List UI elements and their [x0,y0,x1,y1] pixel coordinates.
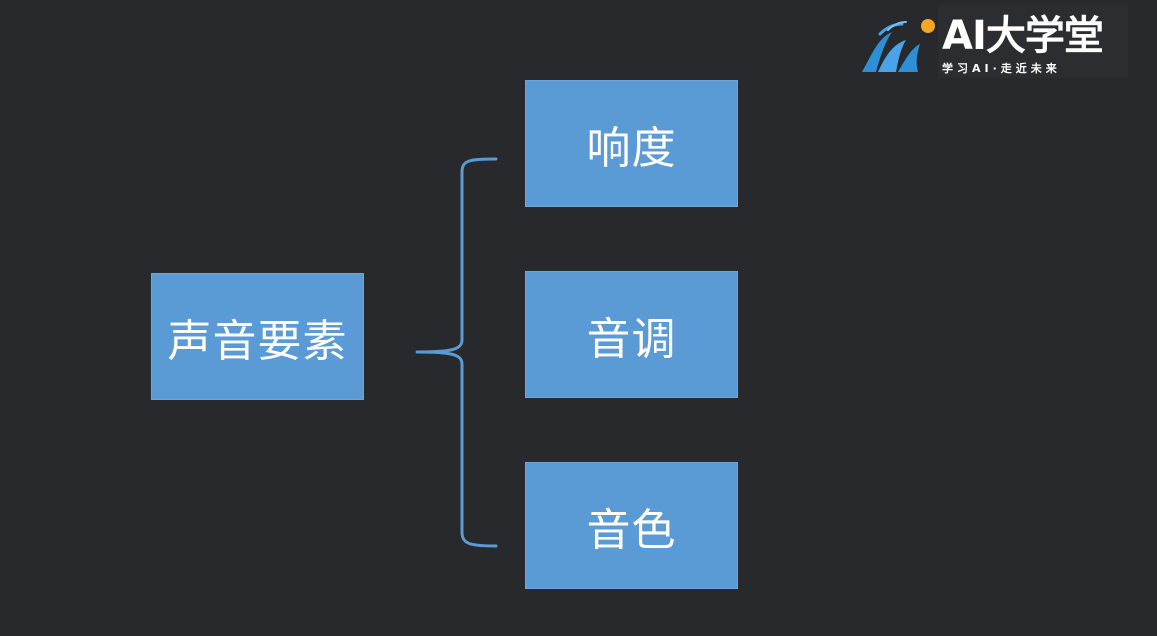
brand-logo: AI大学堂 学习AI·走近未来 [858,4,1130,80]
logo-subtitle: 学习AI·走近未来 [942,62,1061,75]
logo-background [938,4,1128,78]
logo-title: AI大学堂 [942,13,1104,59]
root-node: 声音要素 [151,273,364,400]
child-node-label: 音调 [586,313,677,365]
brace-path [415,157,498,548]
child-node-loudness: 响度 [525,80,738,207]
child-node-pitch: 音调 [525,271,738,398]
root-node-label: 声音要素 [167,315,348,367]
child-node-timbre: 音色 [525,462,738,589]
child-node-label: 音色 [586,504,677,556]
child-node-label: 响度 [586,122,677,174]
ai-logo-icon [862,19,935,72]
